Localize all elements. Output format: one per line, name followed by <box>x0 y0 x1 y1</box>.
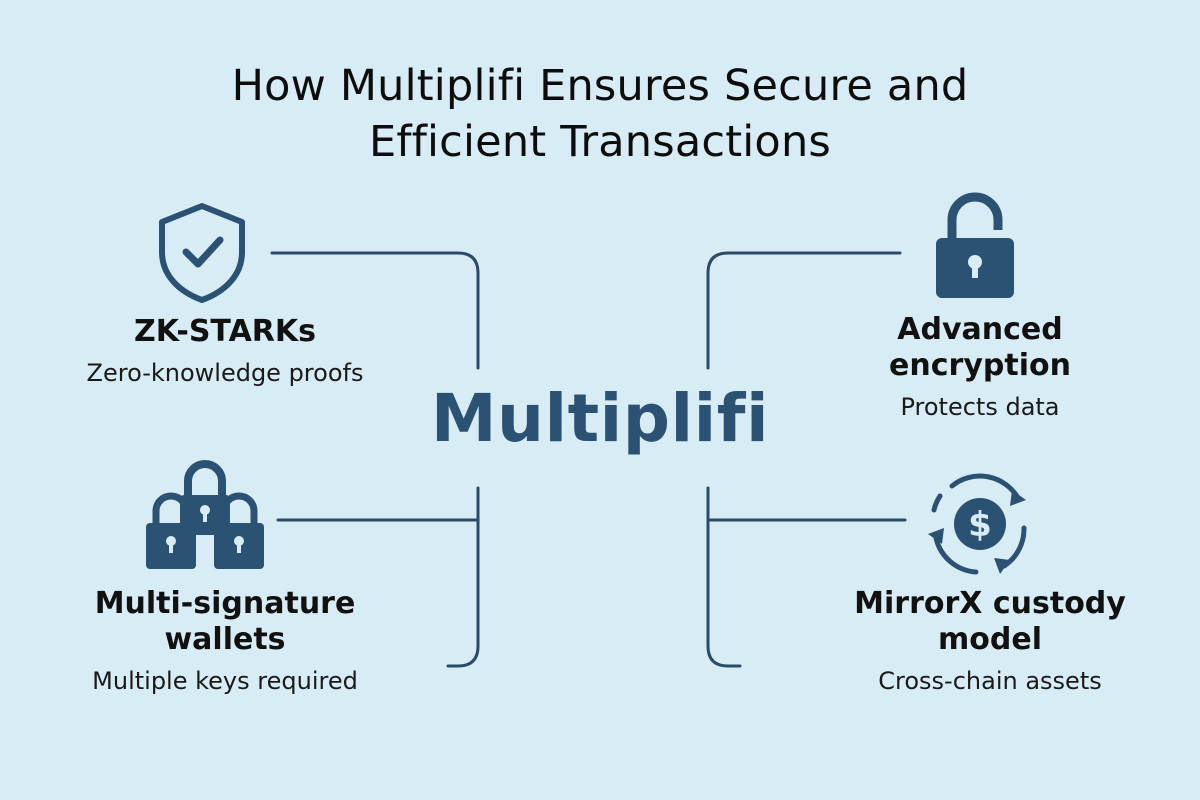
feature-description: Zero-knowledge proofs <box>86 359 364 387</box>
feature-zk-starks: ZK-STARKs Zero-knowledge proofs <box>40 314 410 388</box>
feature-name-line-1: Advanced <box>897 312 1063 347</box>
feature-description: Protects data <box>900 393 1060 421</box>
title-line-2: Efficient Transactions <box>368 117 831 167</box>
connector-top-left <box>270 251 480 370</box>
connector-bottom-left <box>446 486 480 668</box>
feature-name-line-2: model <box>938 622 1042 657</box>
feature-name-line-2: wallets <box>164 622 286 657</box>
feature-name: ZK-STARKs <box>133 314 316 349</box>
connector-top-right <box>706 251 902 370</box>
feature-description: Multiple keys required <box>92 667 358 695</box>
dollar-cycle-icon: $ <box>928 473 1027 575</box>
feature-description: Cross-chain assets <box>878 667 1102 695</box>
svg-text:$: $ <box>968 505 992 545</box>
connector-bottom-right <box>706 486 742 668</box>
feature-advanced-encryption: Advanced encryption Protects data <box>800 312 1160 422</box>
title-line-1: How Multiplifi Ensures Secure and <box>231 61 969 111</box>
feature-multi-signature-wallets: Multi-signature wallets Multiple keys re… <box>30 586 420 696</box>
padlock-icon <box>936 192 1014 298</box>
multi-lock-icon <box>146 460 264 569</box>
diagram-title: How Multiplifi Ensures Secure and Effici… <box>90 58 1110 170</box>
feature-name-line-2: encryption <box>889 348 1071 383</box>
feature-mirrorx-custody-model: MirrorX custody model Cross-chain assets <box>810 586 1170 696</box>
shield-check-icon <box>159 203 245 303</box>
feature-name-line-1: MirrorX custody <box>854 586 1126 621</box>
feature-name-line-1: Multi-signature <box>94 586 356 621</box>
center-label: Multiplifi <box>430 380 770 457</box>
